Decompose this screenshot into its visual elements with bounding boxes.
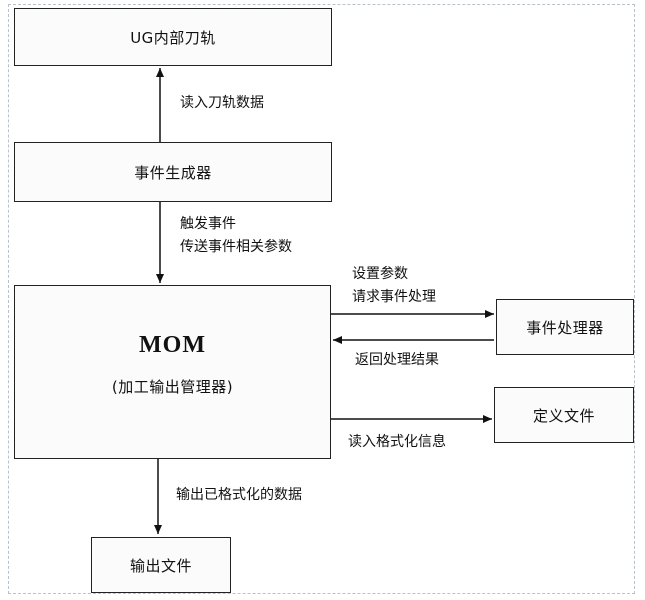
label-read-format: 读入格式化信息 — [348, 434, 446, 450]
label-set-params: 设置参数 — [352, 266, 408, 282]
label-pass-params: 传送事件相关参数 — [180, 239, 292, 255]
output-file-label: 输出文件 — [129, 556, 192, 575]
ug-toolpath-label: UG内部刀轨 — [130, 28, 216, 47]
definition-file-box: 定义文件 — [494, 387, 634, 443]
output-file-box: 输出文件 — [91, 537, 231, 593]
mom-title: MOM — [139, 332, 206, 358]
ug-toolpath-box: UG内部刀轨 — [14, 8, 332, 66]
event-generator-label: 事件生成器 — [134, 163, 212, 182]
definition-file-label: 定义文件 — [532, 406, 595, 425]
label-request-handling: 请求事件处理 — [352, 289, 436, 305]
outer-frame — [8, 4, 635, 594]
label-output-formatted: 输出已格式化的数据 — [176, 487, 302, 503]
event-handler-label: 事件处理器 — [526, 318, 604, 337]
label-return-result: 返回处理结果 — [355, 352, 439, 368]
event-handler-box: 事件处理器 — [496, 299, 634, 355]
label-read-toolpath: 读入刀轨数据 — [180, 95, 264, 111]
mom-box: MOM (加工输出管理器) — [14, 285, 331, 459]
label-trigger-event: 触发事件 — [180, 216, 236, 232]
event-generator-box: 事件生成器 — [14, 142, 332, 202]
mom-subtitle: (加工输出管理器) — [111, 378, 234, 396]
